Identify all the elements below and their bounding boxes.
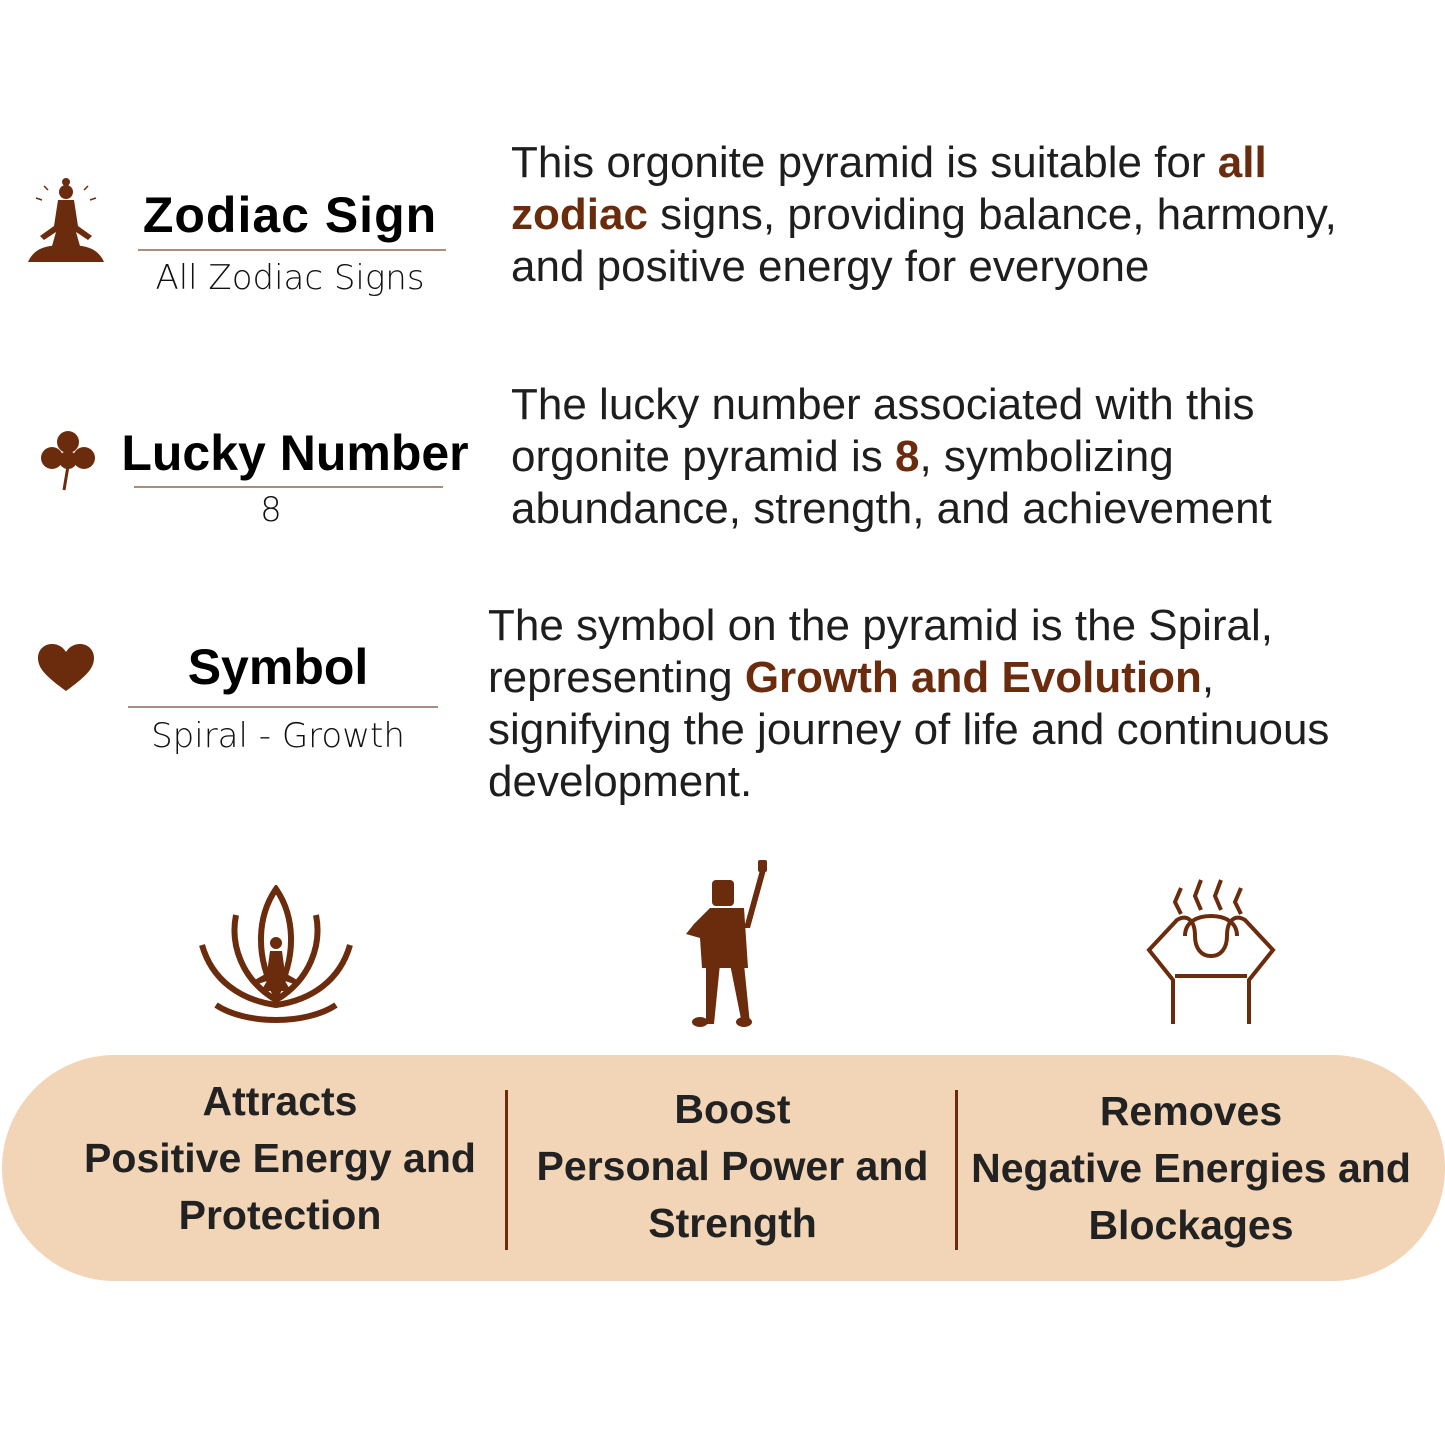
stress-relief-icon	[1146, 879, 1276, 1024]
row-title: Lucky Number	[121, 425, 469, 481]
meditation-icon	[28, 178, 104, 262]
divider	[134, 486, 443, 488]
benefit-removes: Removes Negative Energies and Blockages	[958, 1083, 1424, 1254]
lotus-meditation-icon	[199, 885, 353, 1023]
text: This orgonite pyramid is suitable for	[511, 138, 1218, 187]
text: The symbol on the pyramid is the Spiral,…	[488, 601, 1274, 702]
text: , symbolizing abundance, strength, and a…	[511, 432, 1272, 533]
highlight: Growth and Evolution	[744, 653, 1202, 702]
benefit-line: Personal Power and	[536, 1143, 929, 1189]
row-subtitle: 8	[260, 490, 282, 530]
benefit-line: Removes	[1099, 1088, 1283, 1134]
row-title: Symbol	[187, 639, 369, 695]
divider	[955, 1090, 958, 1250]
divider	[505, 1090, 508, 1250]
text: , signifying the journey of life and con…	[488, 653, 1330, 806]
benefit-boost: Boost Personal Power and Strength	[510, 1081, 955, 1252]
heart-icon	[38, 644, 94, 691]
divider	[128, 706, 438, 708]
raised-fist-person-icon	[686, 860, 767, 1027]
text: The lucky number associated with this or…	[511, 380, 1255, 481]
benefit-line: Boost	[674, 1086, 791, 1132]
highlight: all zodiac	[511, 138, 1267, 239]
clover-icon	[41, 431, 95, 491]
benefit-line: Strength	[648, 1200, 817, 1246]
highlight: 8	[894, 432, 920, 481]
row-title: Zodiac Sign	[142, 187, 438, 243]
row-description: The lucky number associated with this or…	[511, 379, 1411, 535]
row-subtitle: All Zodiac Signs	[155, 258, 425, 298]
benefit-line: Negative Energies and	[971, 1145, 1411, 1191]
benefit-line: Blockages	[1088, 1202, 1294, 1248]
text: signs, providing balance, harmony, and p…	[511, 190, 1337, 291]
divider	[138, 249, 446, 251]
row-description: This orgonite pyramid is suitable for al…	[511, 137, 1411, 293]
benefit-attracts: Attracts Positive Energy and Protection	[50, 1073, 510, 1244]
row-description: The symbol on the pyramid is the Spiral,…	[488, 600, 1388, 808]
benefit-line: Attracts	[202, 1078, 358, 1124]
benefit-line: Positive Energy and	[84, 1135, 476, 1181]
benefit-line: Protection	[178, 1192, 382, 1238]
row-subtitle: Spiral - Growth	[151, 716, 405, 756]
benefits-banner	[2, 1055, 1445, 1281]
